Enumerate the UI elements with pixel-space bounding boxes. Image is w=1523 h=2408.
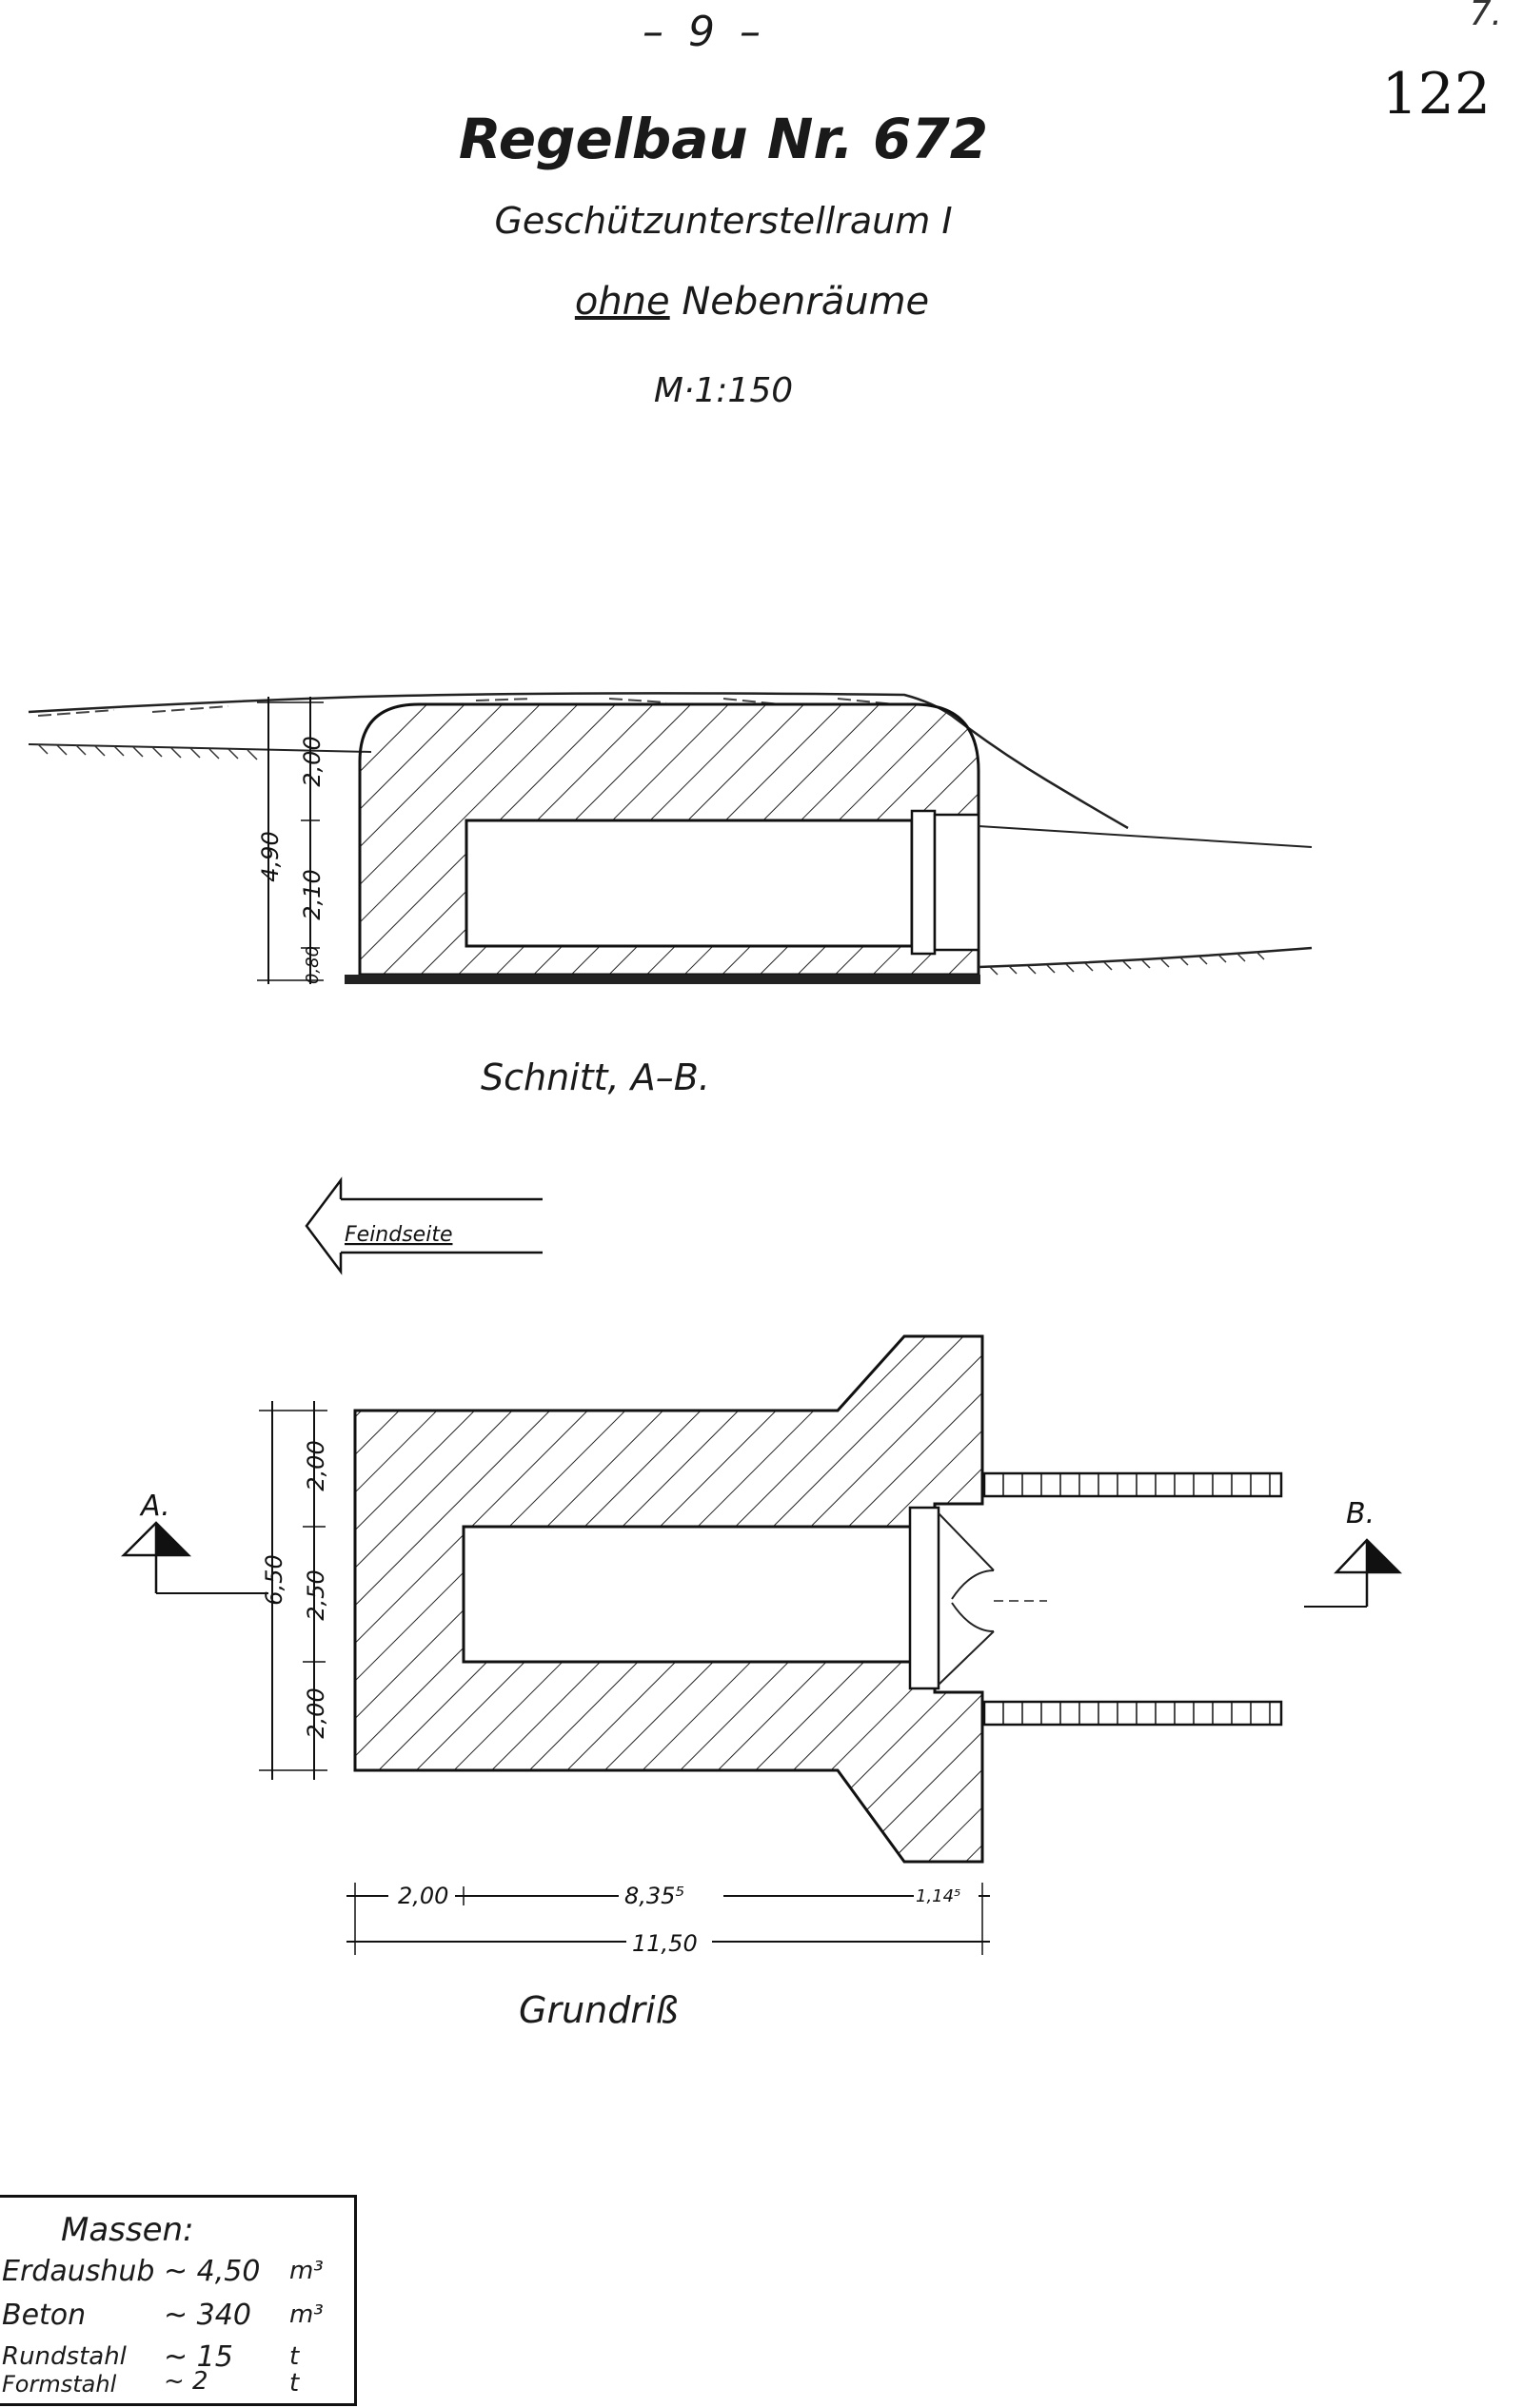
plan-dim-label-bg-4 xyxy=(626,1926,712,1955)
mass-unit-erdaushub: m³ xyxy=(289,2257,324,2285)
subtitle-rest: Nebenräume xyxy=(682,280,930,324)
page-number: – 9 – xyxy=(643,8,766,56)
plan-dim-upper: 2,00 xyxy=(303,1440,329,1490)
section-view: 4,90 2,00 2,10 0,80 xyxy=(28,692,1313,984)
wall-upper xyxy=(982,1471,1283,1498)
drawing-scale: M·1:150 xyxy=(653,371,794,410)
mass-label-erdaushub: Erdaushub xyxy=(2,2255,155,2288)
subtitle-underlined-word: ohne xyxy=(574,280,670,324)
plan-dim-label-bg-2 xyxy=(619,1881,723,1909)
masses-box: Massen: Erdaushub ~ 4,50 m³ Beton ~ 340 … xyxy=(0,2195,357,2406)
dim-section-total: 4,90 xyxy=(257,831,284,881)
mass-label-beton: Beton xyxy=(2,2299,87,2332)
marker-b-label: B. xyxy=(1346,1497,1375,1530)
ground-base-right xyxy=(978,946,1313,969)
corner-mark: 7. xyxy=(1469,0,1502,33)
plan-dim-middle-length: 8,35⁵ xyxy=(624,1883,684,1909)
dim-section-top: 2,00 xyxy=(299,736,326,786)
earth-cover xyxy=(28,692,1129,830)
plan-dim-right-length: 1,14⁵ xyxy=(916,1886,960,1906)
plan-chamber xyxy=(462,1525,932,1664)
plan-dim-label-bg-1 xyxy=(388,1881,455,1909)
ground-hatch-right xyxy=(989,951,1265,976)
drawing-subtitle-2: ohne Nebenräume xyxy=(0,280,1504,324)
mass-label-formstahl: Formstahl xyxy=(2,2371,117,2398)
ground-line-left xyxy=(28,743,372,753)
mass-unit-beton: m³ xyxy=(289,2300,324,2329)
wall-upper-ticks xyxy=(1002,1473,1271,1496)
plan-dim-total-length: 11,50 xyxy=(632,1930,698,1957)
section-marker-b: B. xyxy=(1304,1497,1403,1608)
masses-title: Massen: xyxy=(61,2211,194,2249)
mass-label-rundstahl: Rundstahl xyxy=(2,2342,127,2371)
section-chamber xyxy=(465,819,914,948)
mass-value-rundstahl: ~ 15 xyxy=(164,2340,233,2374)
door-swing xyxy=(938,1512,995,1686)
section-base-slab xyxy=(345,975,980,984)
plan-dim-middle: 2,50 xyxy=(303,1569,329,1620)
section-caption: Schnitt, A–B. xyxy=(481,1056,710,1098)
mass-value-beton: ~ 340 xyxy=(164,2299,251,2332)
section-door xyxy=(910,809,937,956)
mass-value-erdaushub: ~ 4,50 xyxy=(164,2255,261,2288)
earth-cover-detail xyxy=(37,698,896,717)
plan-dim-lower: 2,00 xyxy=(303,1688,329,1738)
wall-lower-ticks xyxy=(1002,1702,1271,1725)
marker-a-label: A. xyxy=(139,1490,170,1523)
mass-unit-rundstahl: t xyxy=(289,2342,300,2371)
feindseite-arrow: Feindseite xyxy=(305,1176,543,1275)
section-door-frame xyxy=(933,813,980,952)
drawing-title: Regelbau Nr. 672 xyxy=(458,107,989,171)
dim-section-bottom: 0,80 xyxy=(303,946,323,984)
section-marker-a: A. xyxy=(120,1490,268,1594)
ground-hatch-left xyxy=(37,743,258,760)
plan-caption: Grundriß xyxy=(519,1989,679,2031)
direction-label: Feindseite xyxy=(345,1223,452,1247)
mass-value-formstahl: ~ 2 xyxy=(164,2367,208,2396)
ground-line-right xyxy=(978,825,1313,848)
plan-dim-total: 6,50 xyxy=(261,1554,287,1605)
dim-section-middle: 2,10 xyxy=(299,869,326,919)
plan-door xyxy=(908,1506,940,1690)
wall-lower xyxy=(982,1700,1283,1727)
plan-dim-label-bg-3 xyxy=(914,1885,979,1907)
sheet-number: 122 xyxy=(1381,61,1491,128)
drawing-subtitle: Geschützunterstellraum I xyxy=(494,200,953,242)
plan-dim-left-length: 2,00 xyxy=(398,1883,448,1909)
mass-unit-formstahl: t xyxy=(289,2369,300,2398)
plan-view: A. B. 6,50 2,00 2,50 2,00 2,00 8 xyxy=(120,1334,1403,1957)
